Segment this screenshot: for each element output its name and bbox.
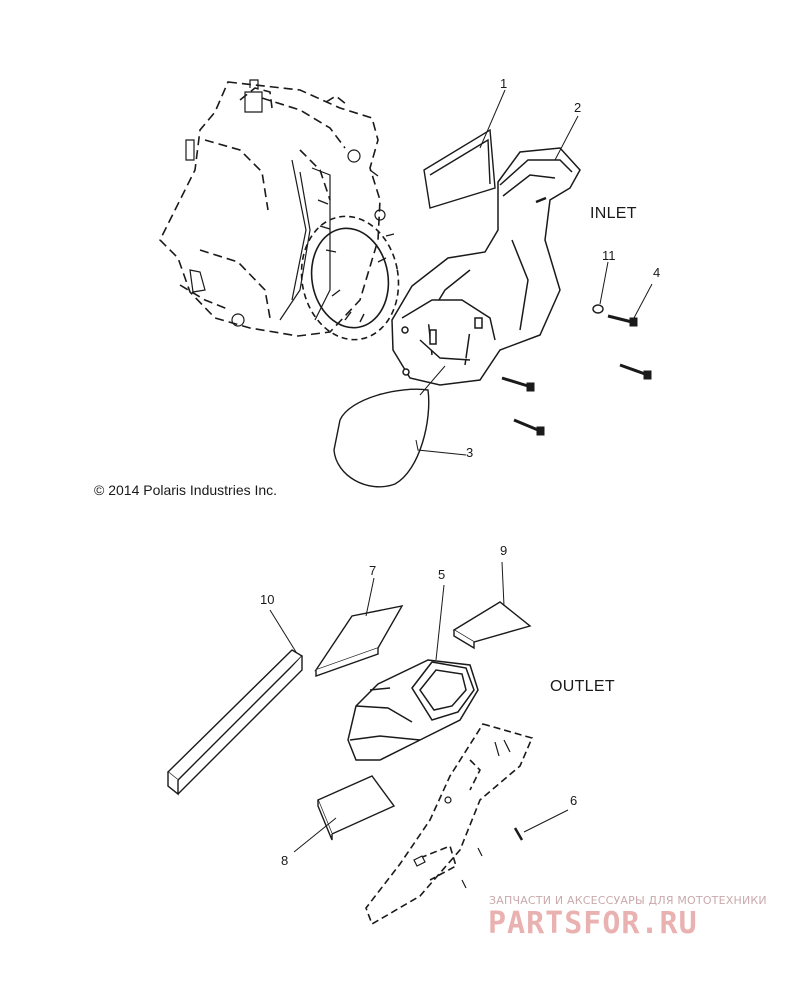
part-9-pad [452, 601, 532, 650]
outlet-bracket [365, 723, 534, 926]
part-4-bolts [501, 314, 652, 436]
part-2-inlet-duct [391, 147, 581, 386]
engine-bolts [317, 169, 395, 323]
part-10-strip [166, 649, 304, 796]
callout-9: 9 [500, 543, 508, 558]
callout-2: 2 [574, 100, 582, 115]
callout-8: 8 [281, 853, 289, 868]
watermark-logo: PARTSFOR.RU [488, 906, 698, 941]
part-7-pad [314, 605, 404, 677]
watermark-tagline: ЗАПЧАСТИ И АКСЕССУАРЫ ДЛЯ МОТОТЕХНИКИ [489, 894, 767, 907]
callout-11: 11 [602, 248, 616, 263]
callout-7: 7 [369, 563, 377, 578]
leader-lines [269, 89, 653, 853]
callout-6: 6 [570, 793, 578, 808]
callout-3: 3 [466, 445, 474, 460]
callout-10: 10 [260, 592, 275, 607]
callout-4: 4 [653, 265, 661, 280]
inlet-label: INLET [590, 205, 637, 222]
callout-5: 5 [438, 567, 446, 582]
outlet-label: OUTLET [550, 678, 615, 695]
part-5-outlet-duct [347, 659, 479, 761]
outlet-bracket-details [413, 739, 524, 889]
part-8-pad [317, 775, 396, 841]
callout-1: 1 [500, 76, 508, 91]
part-3-seal [333, 388, 430, 488]
engine-outline [159, 81, 381, 337]
copyright-text: © 2014 Polaris Industries Inc. [94, 482, 278, 498]
engine-details [185, 79, 386, 327]
part-1-inlet-filter [423, 128, 496, 209]
part-11-washer [592, 304, 604, 314]
clutch-cover-ring [300, 215, 400, 341]
